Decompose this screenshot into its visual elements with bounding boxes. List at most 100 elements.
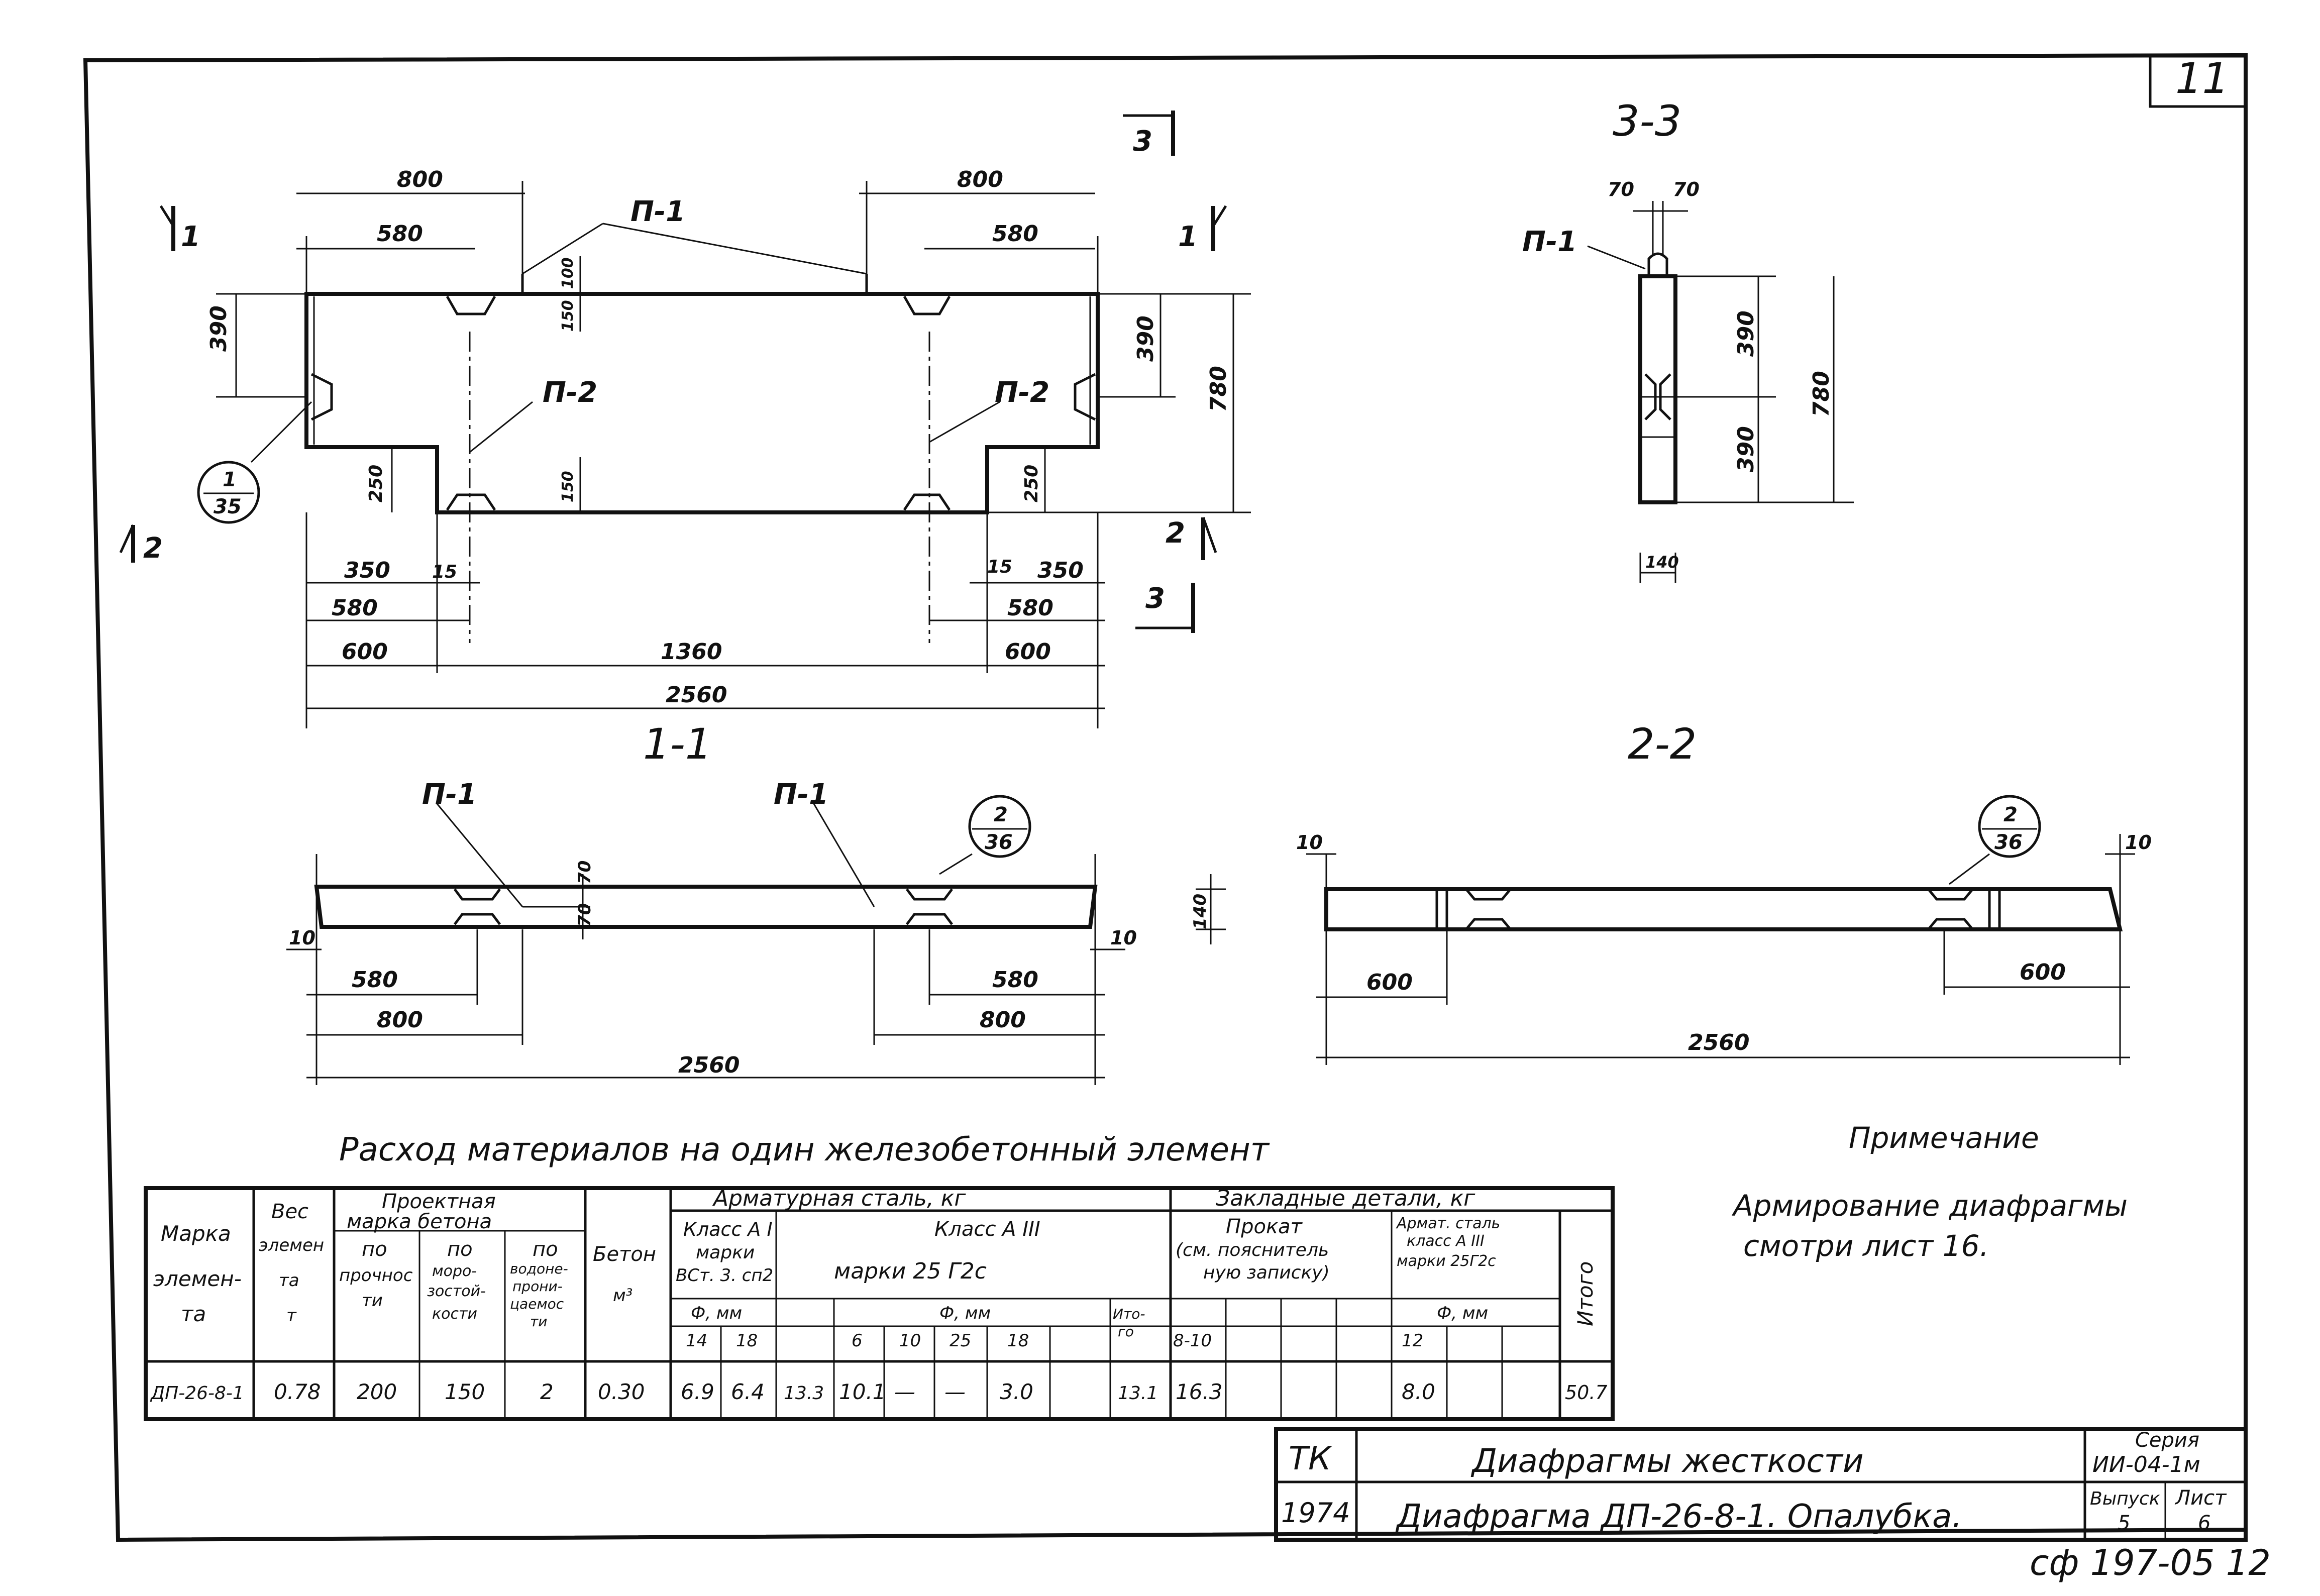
dim-800-right: 800 [957, 167, 1003, 192]
svg-text:36: 36 [985, 831, 1013, 854]
td-asum: 13.3 [784, 1383, 824, 1404]
note-text-1: Армирование диафрагмы [1731, 1189, 2128, 1223]
dim-140-s33: 140 [1645, 553, 1679, 572]
dim-390-right: 390 [1133, 315, 1158, 362]
dim-70-s11-top: 70 [575, 861, 595, 884]
dim-560-right: 580 [1007, 595, 1053, 621]
dim-600-s22-left: 600 [1366, 970, 1413, 995]
dim-70-s11-bottom: 70 [575, 903, 595, 927]
th-d25: 25 [950, 1331, 971, 1351]
callout-1-35: 1 35 [197, 461, 260, 524]
dim-800-s11-right: 800 [980, 1007, 1026, 1033]
label-p1-elevation: П-1 [630, 195, 685, 228]
dim-140-s22: 140 [1190, 894, 1210, 929]
dim-780-s33: 780 [1809, 371, 1834, 417]
svg-text:1: 1 [1178, 221, 1198, 253]
td-b10: — [894, 1379, 915, 1404]
td-marka: ДП-26-8-1 [150, 1383, 244, 1404]
th-itogo-short2: го [1118, 1323, 1134, 1340]
svg-text:36: 36 [1994, 831, 2023, 854]
dim-600-left: 600 [342, 639, 388, 665]
th-po2b: моро- [432, 1262, 477, 1280]
td-po2: 150 [445, 1379, 485, 1404]
dim-600-s22-right: 600 [2020, 960, 2066, 985]
th-prokat: Прокат [1226, 1215, 1303, 1238]
label-p2-right: П-2 [995, 376, 1049, 409]
td-bsum: 13.1 [1118, 1383, 1158, 1404]
dim-390-left: 390 [206, 305, 232, 352]
dim-15-left: 15 [432, 562, 457, 582]
th-marka3: та [181, 1302, 206, 1326]
th-armat2: класс А III [1407, 1232, 1485, 1250]
th-marka2: элемен- [153, 1266, 242, 1291]
svg-text:3: 3 [1145, 582, 1165, 615]
td-b25: — [944, 1379, 966, 1404]
dim-70-left: 70 [1608, 178, 1634, 200]
section-marks: 1 1 2 2 3 3 [119, 111, 1227, 633]
th-d18: 18 [736, 1331, 758, 1351]
th-phi-a1: Ф, мм [691, 1303, 742, 1323]
th-d18b: 18 [1007, 1331, 1029, 1351]
dim-390-s33-top: 390 [1733, 310, 1759, 357]
th-marki25: марки 25 Г2с [834, 1258, 987, 1284]
td-prokat: 16.3 [1176, 1379, 1223, 1404]
th-po3b: водоне- [510, 1260, 568, 1277]
dim-2560-elevation: 2560 [666, 682, 727, 708]
label-p2-left: П-2 [543, 376, 597, 409]
th-d12: 12 [1402, 1331, 1423, 1351]
tb-list-value: 6 [2198, 1512, 2210, 1535]
dim-800-left: 800 [397, 167, 443, 192]
label-p1-s11-left: П-1 [422, 778, 477, 811]
callout-2-36-s11: 2 36 [968, 795, 1031, 858]
tb-year: 1974 [1281, 1497, 1350, 1529]
dim-350-right: 350 [1037, 558, 1084, 583]
dim-15-right: 15 [987, 557, 1012, 577]
svg-text:3: 3 [1133, 125, 1152, 158]
th-po2: по [447, 1238, 473, 1261]
th-klassA3: Класс А III [934, 1218, 1040, 1241]
th-ves3: та [279, 1270, 299, 1291]
dim-2560-s11: 2560 [678, 1052, 740, 1078]
th-zakl: Закладные детали, кг [1216, 1186, 1475, 1211]
dim-390-s33-bottom: 390 [1733, 426, 1759, 472]
dim-560-left: 580 [332, 595, 378, 621]
th-itogo: Итого [1573, 1261, 1598, 1326]
th-d810: 8-10 [1173, 1331, 1212, 1351]
th-po1b: прочнос [339, 1265, 413, 1286]
th-klassA1: Класс А I [683, 1218, 773, 1240]
svg-text:2: 2 [994, 803, 1008, 826]
th-po2d: кости [432, 1305, 477, 1323]
note-text-2: смотри лист 16. [1743, 1229, 1989, 1263]
td-po3: 2 [540, 1379, 554, 1404]
label-p1-section33: П-1 [1522, 226, 1577, 258]
tb-seria-value: ИИ-04-1м [2092, 1452, 2200, 1477]
svg-text:1: 1 [223, 468, 237, 491]
th-marki: марки [696, 1242, 755, 1263]
svg-text:1: 1 [181, 221, 200, 253]
th-proekt2: марка бетона [347, 1210, 492, 1233]
svg-text:2: 2 [2003, 803, 2018, 826]
dim-10-s22-left: 10 [1296, 831, 1323, 854]
section-3-3-view: 3-3 70 70 П-1 390 390 780 140 [1522, 96, 1854, 583]
dim-70-right: 70 [1673, 178, 1700, 200]
th-po1c: ти [362, 1291, 383, 1311]
dim-580-right: 580 [992, 221, 1038, 247]
section-2-2-label: 2-2 [1628, 719, 1697, 769]
dim-580-s11-right: 580 [992, 967, 1038, 993]
th-po2c: зостой- [427, 1283, 486, 1300]
th-marka: Марка [161, 1221, 231, 1246]
dim-800-s11-left: 800 [377, 1007, 423, 1033]
dim-10-s22-right: 10 [2125, 831, 2152, 854]
td-ves: 0.78 [274, 1379, 321, 1404]
dim-100: 100 [559, 257, 577, 289]
th-itogo-short: Ито- [1113, 1306, 1145, 1322]
elevation-view: 800 800 580 580 П-1 П-2 П-2 390 390 780 … [206, 167, 1251, 728]
th-phi-a3: Ф, мм [939, 1303, 991, 1323]
td-beton: 0.30 [598, 1379, 645, 1404]
svg-text:2: 2 [1166, 517, 1185, 550]
th-po3d: цаемос [510, 1296, 564, 1312]
tb-name-1: Диафрагмы жесткости [1470, 1443, 1864, 1480]
tb-vypusk-label: Выпуск [2090, 1488, 2160, 1509]
section-2-2-view: 2-2 140 10 10 600 600 2560 [1190, 719, 2152, 1065]
